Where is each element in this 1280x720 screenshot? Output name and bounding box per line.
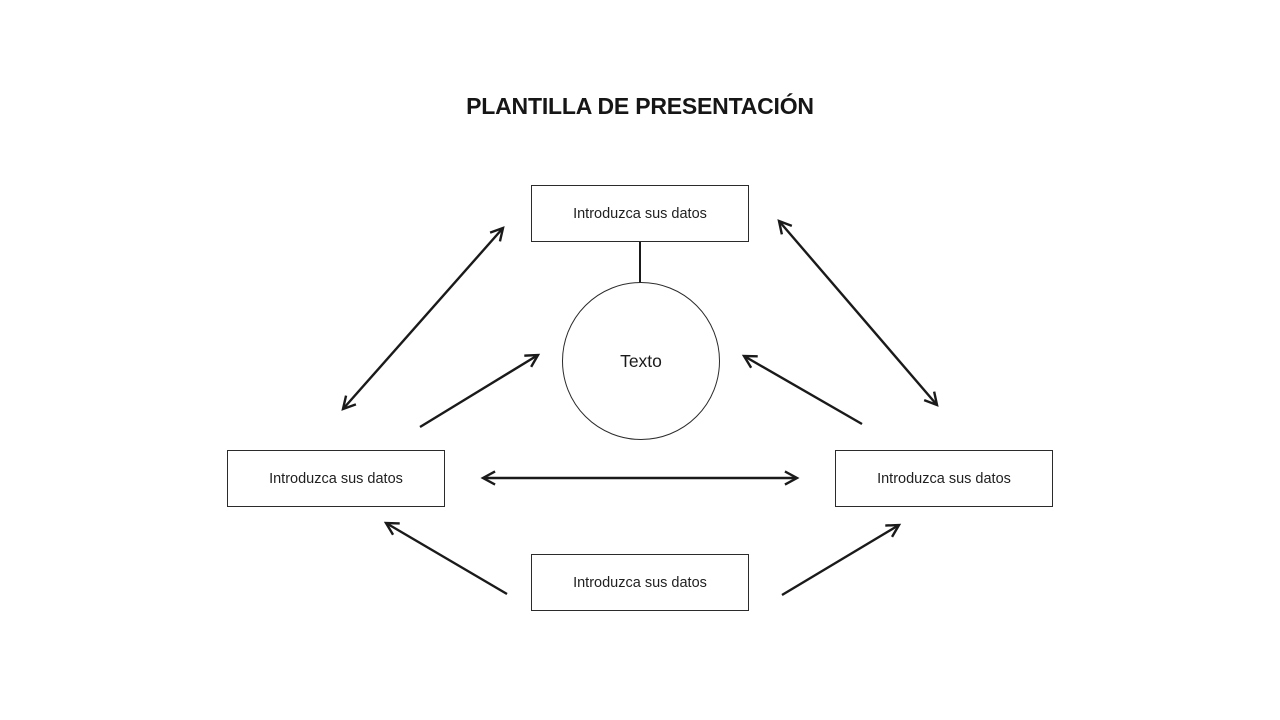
arrow-bottombox-to-leftbox — [383, 521, 508, 596]
center-circle[interactable]: Texto — [562, 282, 720, 440]
placeholder-box-left-label: Introduzca sus datos — [269, 470, 403, 487]
placeholder-box-bottom[interactable]: Introduzca sus datos — [531, 554, 749, 611]
placeholder-box-top[interactable]: Introduzca sus datos — [531, 185, 749, 242]
placeholder-box-left[interactable]: Introduzca sus datos — [227, 450, 445, 507]
center-circle-label: Texto — [620, 350, 662, 371]
arrow-right-to-circle — [741, 354, 863, 426]
placeholder-box-bottom-label: Introduzca sus datos — [573, 574, 707, 591]
arrow-bottombox-to-rightbox — [781, 523, 902, 597]
arrow-topbox-rightbox-bidirectional — [777, 219, 939, 407]
placeholder-box-top-label: Introduzca sus datos — [573, 205, 707, 222]
placeholder-box-right[interactable]: Introduzca sus datos — [835, 450, 1053, 507]
arrow-leftbox-topbox-bidirectional — [341, 226, 505, 411]
placeholder-box-right-label: Introduzca sus datos — [877, 470, 1011, 487]
arrow-left-to-circle — [419, 353, 541, 429]
slide-title: PLANTILLA DE PRESENTACIÓN — [466, 93, 814, 119]
